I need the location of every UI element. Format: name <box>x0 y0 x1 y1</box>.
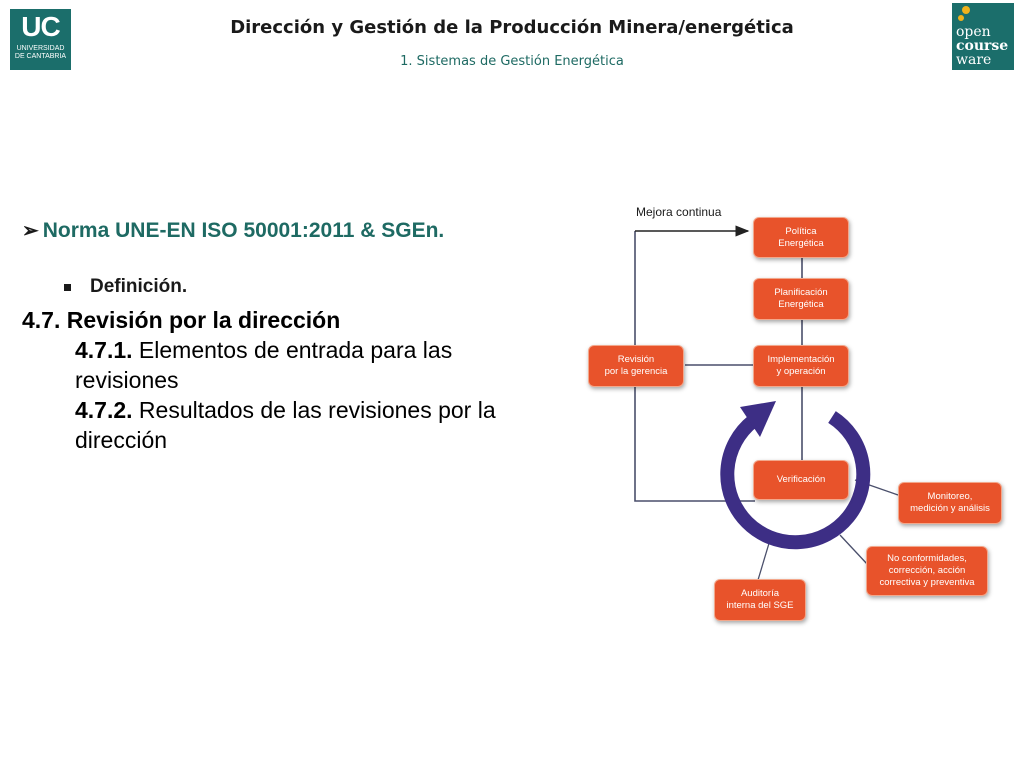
uc-logo-sub: UNIVERSIDAD DE CANTABRIA <box>14 45 67 60</box>
connector-line <box>839 534 869 566</box>
mejora-continua-line <box>634 231 755 502</box>
uc-logo-mark: UC <box>21 11 60 42</box>
section-heading: 4.7. Revisión por la dirección <box>22 305 340 335</box>
page-title: Dirección y Gestión de la Producción Min… <box>230 17 794 38</box>
square-bullet-icon <box>64 283 71 291</box>
ocw-word-open: open <box>956 24 991 40</box>
connector-line <box>757 539 771 581</box>
logo-dot-icon <box>962 6 970 14</box>
ocw-word-ware: ware <box>956 52 992 68</box>
definicion-text: Definición. <box>90 276 188 297</box>
box-no-conformidades: No conformidades, corrección, acción cor… <box>866 546 988 596</box>
cycle-arrow <box>720 411 871 550</box>
logo-dot-icon <box>958 15 964 21</box>
mejora-continua-label: Mejora continua <box>636 205 722 219</box>
diagram-connectors <box>634 225 899 581</box>
university-logo: UC UNIVERSIDAD DE CANTABRIA <box>10 9 71 70</box>
page-subtitle: 1. Sistemas de Gestión Energética <box>400 54 624 69</box>
box-verificacion: Verificación <box>753 460 849 500</box>
definicion-bullet: Definición. <box>64 276 187 298</box>
opencourseware-logo: open course ware <box>952 3 1014 70</box>
box-implementacion-operacion: Implementación y operación <box>753 345 849 387</box>
cycle-arrowhead <box>740 401 776 437</box>
box-auditoria-interna: Auditoría interna del SGE <box>714 579 806 621</box>
box-monitoreo-medicion: Monitoreo, medición y análisis <box>898 482 1002 524</box>
item-elementos: 4.7.1. Elementos de entrada para las rev… <box>75 335 515 395</box>
box-revision-gerencia: Revisión por la gerencia <box>588 345 684 387</box>
norma-heading-text: Norma UNE-EN ISO 50001:2011 & SGEn. <box>42 218 445 242</box>
item-resultados-number: 4.7.2. <box>75 397 133 423</box>
item-elementos-number: 4.7.1. <box>75 337 133 363</box>
box-politica-energetica: Política Energética <box>753 217 849 258</box>
box-planificacion-energetica: Planificación Energética <box>753 278 849 320</box>
arrow-bullet-icon: ➢ <box>22 220 39 242</box>
item-elementos-text: Elementos de entrada para las revisiones <box>75 337 453 393</box>
sge-cycle-diagram: Mejora continua Política Energética Plan… <box>570 195 1020 635</box>
norma-heading: ➢ Norma UNE-EN ISO 50001:2011 & SGEn. <box>22 218 444 243</box>
item-resultados: 4.7.2. Resultados de las revisiones por … <box>75 395 515 455</box>
item-resultados-text: Resultados de las revisiones por la dire… <box>75 397 496 453</box>
section-heading-text: 4.7. Revisión por la dirección <box>22 307 341 333</box>
ocw-word-course: course <box>956 38 1009 54</box>
